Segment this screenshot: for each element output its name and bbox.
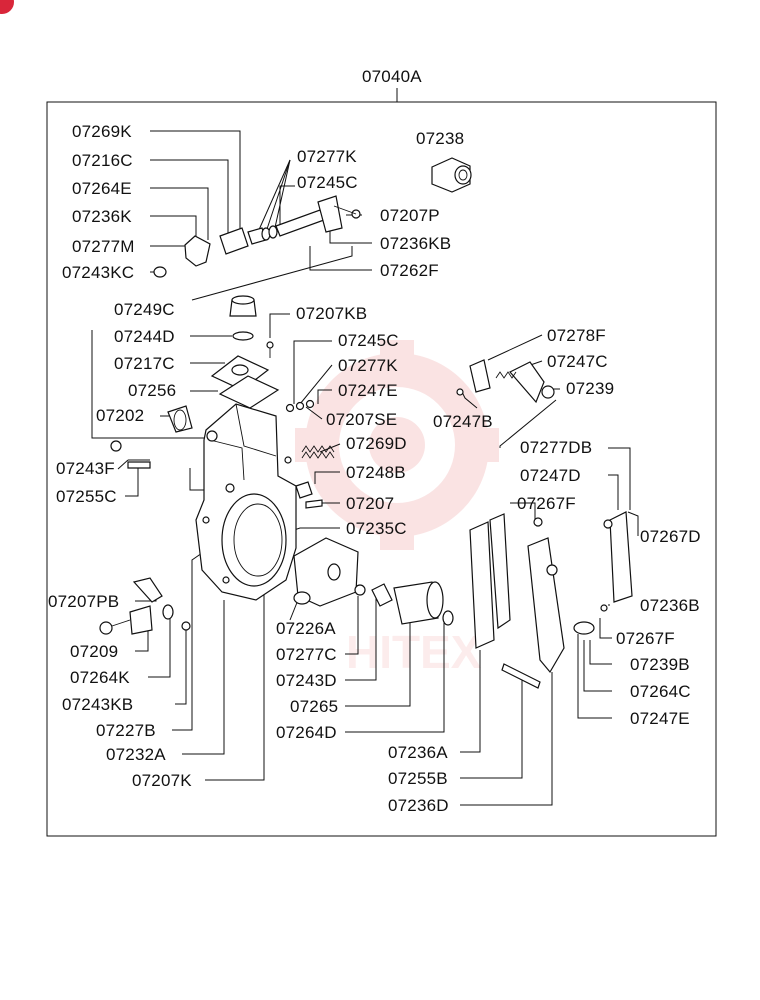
callout-07267F: 07267F — [616, 629, 675, 648]
callout-07236A: 07236A — [388, 743, 448, 762]
watermark-text: HITEX — [346, 626, 482, 678]
callout-07207SE: 07207SE — [326, 410, 397, 429]
callout-07245C: 07245C — [338, 331, 399, 350]
part-07238 — [431, 157, 472, 193]
callout-07247D: 07247D — [520, 466, 581, 485]
assembly-frame — [46, 101, 717, 837]
callout-07264C: 07264C — [630, 682, 691, 701]
callout-07277K: 07277K — [338, 356, 398, 375]
callout-07226A: 07226A — [276, 619, 336, 638]
callout-07239: 07239 — [566, 379, 614, 398]
callout-07243D: 07243D — [276, 671, 337, 690]
leader-lines — [91, 130, 639, 806]
callout-07202: 07202 — [96, 406, 144, 425]
callout-07256: 07256 — [128, 381, 176, 400]
watermark: HITEX — [295, 340, 499, 678]
callout-07243KC: 07243KC — [62, 263, 134, 282]
callout-07278F: 07278F — [547, 326, 606, 345]
part-tall-arms — [469, 511, 633, 689]
callout-07244D: 07244D — [114, 327, 175, 346]
callout-07207KB: 07207KB — [296, 304, 367, 323]
callout-07235C: 07235C — [346, 519, 407, 538]
callout-07277C: 07277C — [276, 645, 337, 664]
part-governor — [293, 537, 454, 626]
callout-07247E-top: 07247E — [338, 381, 398, 400]
callout-07264E: 07264E — [72, 179, 132, 198]
part-cap-diaphragm — [210, 295, 280, 409]
callout-07245C-top: 07245C — [297, 173, 358, 192]
callout-07207PB: 07207PB — [48, 592, 119, 611]
part-springs — [110, 399, 335, 509]
part-housing — [167, 403, 297, 601]
callout-07248B: 07248B — [346, 463, 406, 482]
callout-07207: 07207 — [346, 494, 394, 513]
callout-07239B: 07239B — [630, 655, 690, 674]
callout-07236KB: 07236KB — [380, 234, 451, 253]
callout-07236B: 07236B — [640, 596, 700, 615]
callout-07264D: 07264D — [276, 723, 337, 742]
callout-07264K: 07264K — [70, 668, 130, 687]
callout-07247C: 07247C — [547, 352, 608, 371]
callout-07216C: 07216C — [72, 151, 133, 170]
part-left-lever — [99, 577, 191, 635]
callout-labels: 07269K 07216C 07264E 07236K 07277M 07243… — [48, 122, 701, 815]
callout-07277M: 07277M — [72, 237, 135, 256]
callout-07207P: 07207P — [380, 206, 440, 225]
callout-07249C: 07249C — [114, 300, 175, 319]
callout-07209: 07209 — [70, 642, 118, 661]
callout-07267F-upper: 07267F — [517, 494, 576, 513]
callout-07262F: 07262F — [380, 261, 439, 280]
assembly-label: 07040A — [362, 67, 422, 86]
callout-07277DB: 07277DB — [520, 438, 592, 457]
callout-07243KB: 07243KB — [62, 695, 133, 714]
parts-drawing — [99, 157, 633, 689]
callout-07265: 07265 — [290, 697, 338, 716]
callout-07243F: 07243F — [56, 459, 115, 478]
callout-07269D: 07269D — [346, 434, 407, 453]
part-shaft-assembly — [153, 195, 361, 278]
callout-07238: 07238 — [416, 129, 464, 148]
callout-07217C: 07217C — [114, 354, 175, 373]
callout-07247E: 07247E — [630, 709, 690, 728]
part-top-right-levers — [456, 359, 555, 404]
callout-07207K: 07207K — [132, 771, 192, 790]
callout-07236D: 07236D — [388, 796, 449, 815]
callout-07255B: 07255B — [388, 769, 448, 788]
callout-07247B: 07247B — [433, 412, 493, 431]
callout-07277K-top: 07277K — [297, 147, 357, 166]
callout-07227B: 07227B — [96, 721, 156, 740]
callout-07255C: 07255C — [56, 487, 117, 506]
callout-07236K: 07236K — [72, 207, 132, 226]
callout-07232A: 07232A — [106, 745, 166, 764]
callout-07267D: 07267D — [640, 527, 701, 546]
callout-07269K: 07269K — [72, 122, 132, 141]
